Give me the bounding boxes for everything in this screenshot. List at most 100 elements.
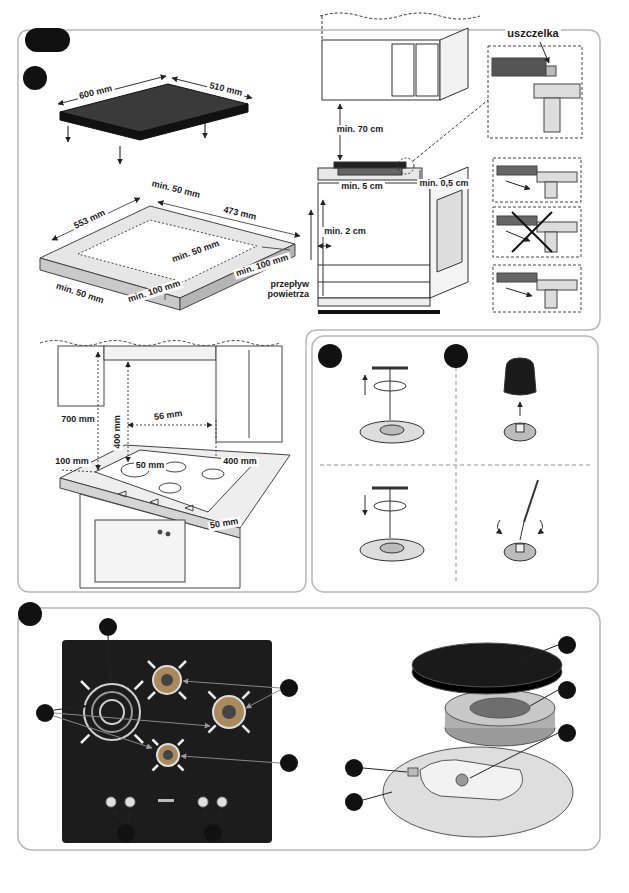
dimension-label: 400 mm xyxy=(221,457,259,467)
burner-removal-steps xyxy=(360,358,543,561)
hob-top-view xyxy=(148,661,155,668)
dimension-label: 100 mm xyxy=(53,457,91,467)
hob-top-view xyxy=(153,765,159,771)
dimension-label: 50 mm xyxy=(207,516,241,531)
dimension-label: 473 mm xyxy=(221,205,260,223)
hob-top-view xyxy=(213,696,245,728)
hob-top-view xyxy=(179,661,186,668)
burner-removal-steps xyxy=(365,495,366,515)
cabinet-section xyxy=(320,13,480,19)
cabinet-section xyxy=(322,16,323,40)
callout-leader xyxy=(470,733,558,778)
hob-top-view xyxy=(81,661,250,771)
hob-top-view xyxy=(153,666,181,694)
mounting-variants xyxy=(506,231,530,241)
cabinet-section xyxy=(318,183,430,298)
mounting-variants xyxy=(537,172,577,182)
dimension-label: 600 mm xyxy=(77,84,116,103)
section-marker xyxy=(23,66,47,90)
hob-top-view xyxy=(148,692,155,699)
hob-top-view xyxy=(62,640,272,843)
hob-top-view xyxy=(163,750,173,760)
kitchen-installation xyxy=(80,494,240,588)
section-marker xyxy=(18,28,468,626)
mounting-variants xyxy=(545,182,557,198)
cabinet-section xyxy=(416,44,438,96)
burner-removal-steps xyxy=(504,423,536,441)
cabinet-section xyxy=(322,40,440,100)
hob-plate xyxy=(58,76,166,104)
cabinet-section xyxy=(334,162,406,168)
part-name: uszczelka xyxy=(505,27,560,39)
mounting-variants xyxy=(506,288,532,296)
hob-plate xyxy=(60,112,140,140)
mounting-variants xyxy=(512,212,552,252)
hob-top-view xyxy=(100,700,124,724)
mounting-variants xyxy=(493,158,581,312)
callout-leader xyxy=(128,810,130,824)
callout-number xyxy=(345,793,363,811)
hob-top-view xyxy=(217,797,227,807)
hob-top-view xyxy=(106,797,116,807)
hob-top-view xyxy=(81,735,89,743)
hob-top-view xyxy=(242,725,249,732)
hob-top-view xyxy=(153,740,159,746)
burner-removal-steps xyxy=(524,480,538,522)
hob-plate xyxy=(58,76,252,164)
cabinet-section xyxy=(318,265,430,266)
kitchen-installation xyxy=(159,483,181,493)
mounting-variants xyxy=(537,280,577,290)
callout-leader xyxy=(183,681,280,688)
hob-top-view xyxy=(209,692,216,699)
cabinet-section xyxy=(318,246,331,247)
kitchen-installation xyxy=(158,530,162,534)
hob-top-view xyxy=(158,799,174,802)
burner-exploded xyxy=(412,643,562,687)
hob-top-view xyxy=(242,692,249,699)
dimension-label: 400 mm xyxy=(113,413,123,451)
callout-leader xyxy=(363,768,407,772)
callout-leader xyxy=(113,810,124,824)
cabinet-section xyxy=(420,170,421,179)
burner-removal-steps xyxy=(504,543,536,561)
dimension-label: 510 mm xyxy=(207,81,246,100)
hob-plate xyxy=(120,146,121,164)
countertop-cutout xyxy=(52,198,140,240)
mounting-variants xyxy=(493,158,581,202)
callout-leader xyxy=(363,792,392,800)
callout-leader xyxy=(204,810,211,824)
hob-top-view xyxy=(222,705,236,719)
seal-detail xyxy=(540,42,549,63)
burner-exploded xyxy=(420,760,523,800)
dimension-label: 56 mm xyxy=(151,409,185,423)
hob-top-view xyxy=(62,640,272,843)
callout-number xyxy=(280,754,298,772)
callout-leader xyxy=(246,690,280,708)
hob-top-view xyxy=(178,740,184,746)
kitchen-installation xyxy=(166,532,170,536)
hob-plate xyxy=(68,126,69,142)
cabinet-section xyxy=(318,298,430,306)
kitchen-installation xyxy=(128,425,212,426)
burner-exploded xyxy=(470,698,530,718)
section-marker xyxy=(444,344,468,368)
hob-top-view xyxy=(179,692,186,699)
panel-frame xyxy=(312,336,598,592)
seal-detail xyxy=(544,98,560,132)
cabinet-section xyxy=(392,44,414,96)
burner-removal-steps xyxy=(390,368,391,420)
panel-frame xyxy=(18,608,600,850)
mounting-variants xyxy=(506,181,530,189)
burner-exploded xyxy=(445,690,555,726)
dimension-label: min. 50 mm xyxy=(149,179,203,202)
dimension-label: min. 70 cm xyxy=(335,125,386,135)
dimension-label: min. 50 mm xyxy=(169,238,223,266)
mounting-variants xyxy=(497,273,537,282)
callout-leader xyxy=(520,645,558,660)
hob-top-view xyxy=(125,797,135,807)
dimension-label: 50 mm xyxy=(134,461,167,471)
mounting-variants xyxy=(545,232,557,252)
kitchen-installation xyxy=(95,520,185,582)
countertop-cutout xyxy=(78,220,257,282)
hob-plate xyxy=(205,122,206,138)
